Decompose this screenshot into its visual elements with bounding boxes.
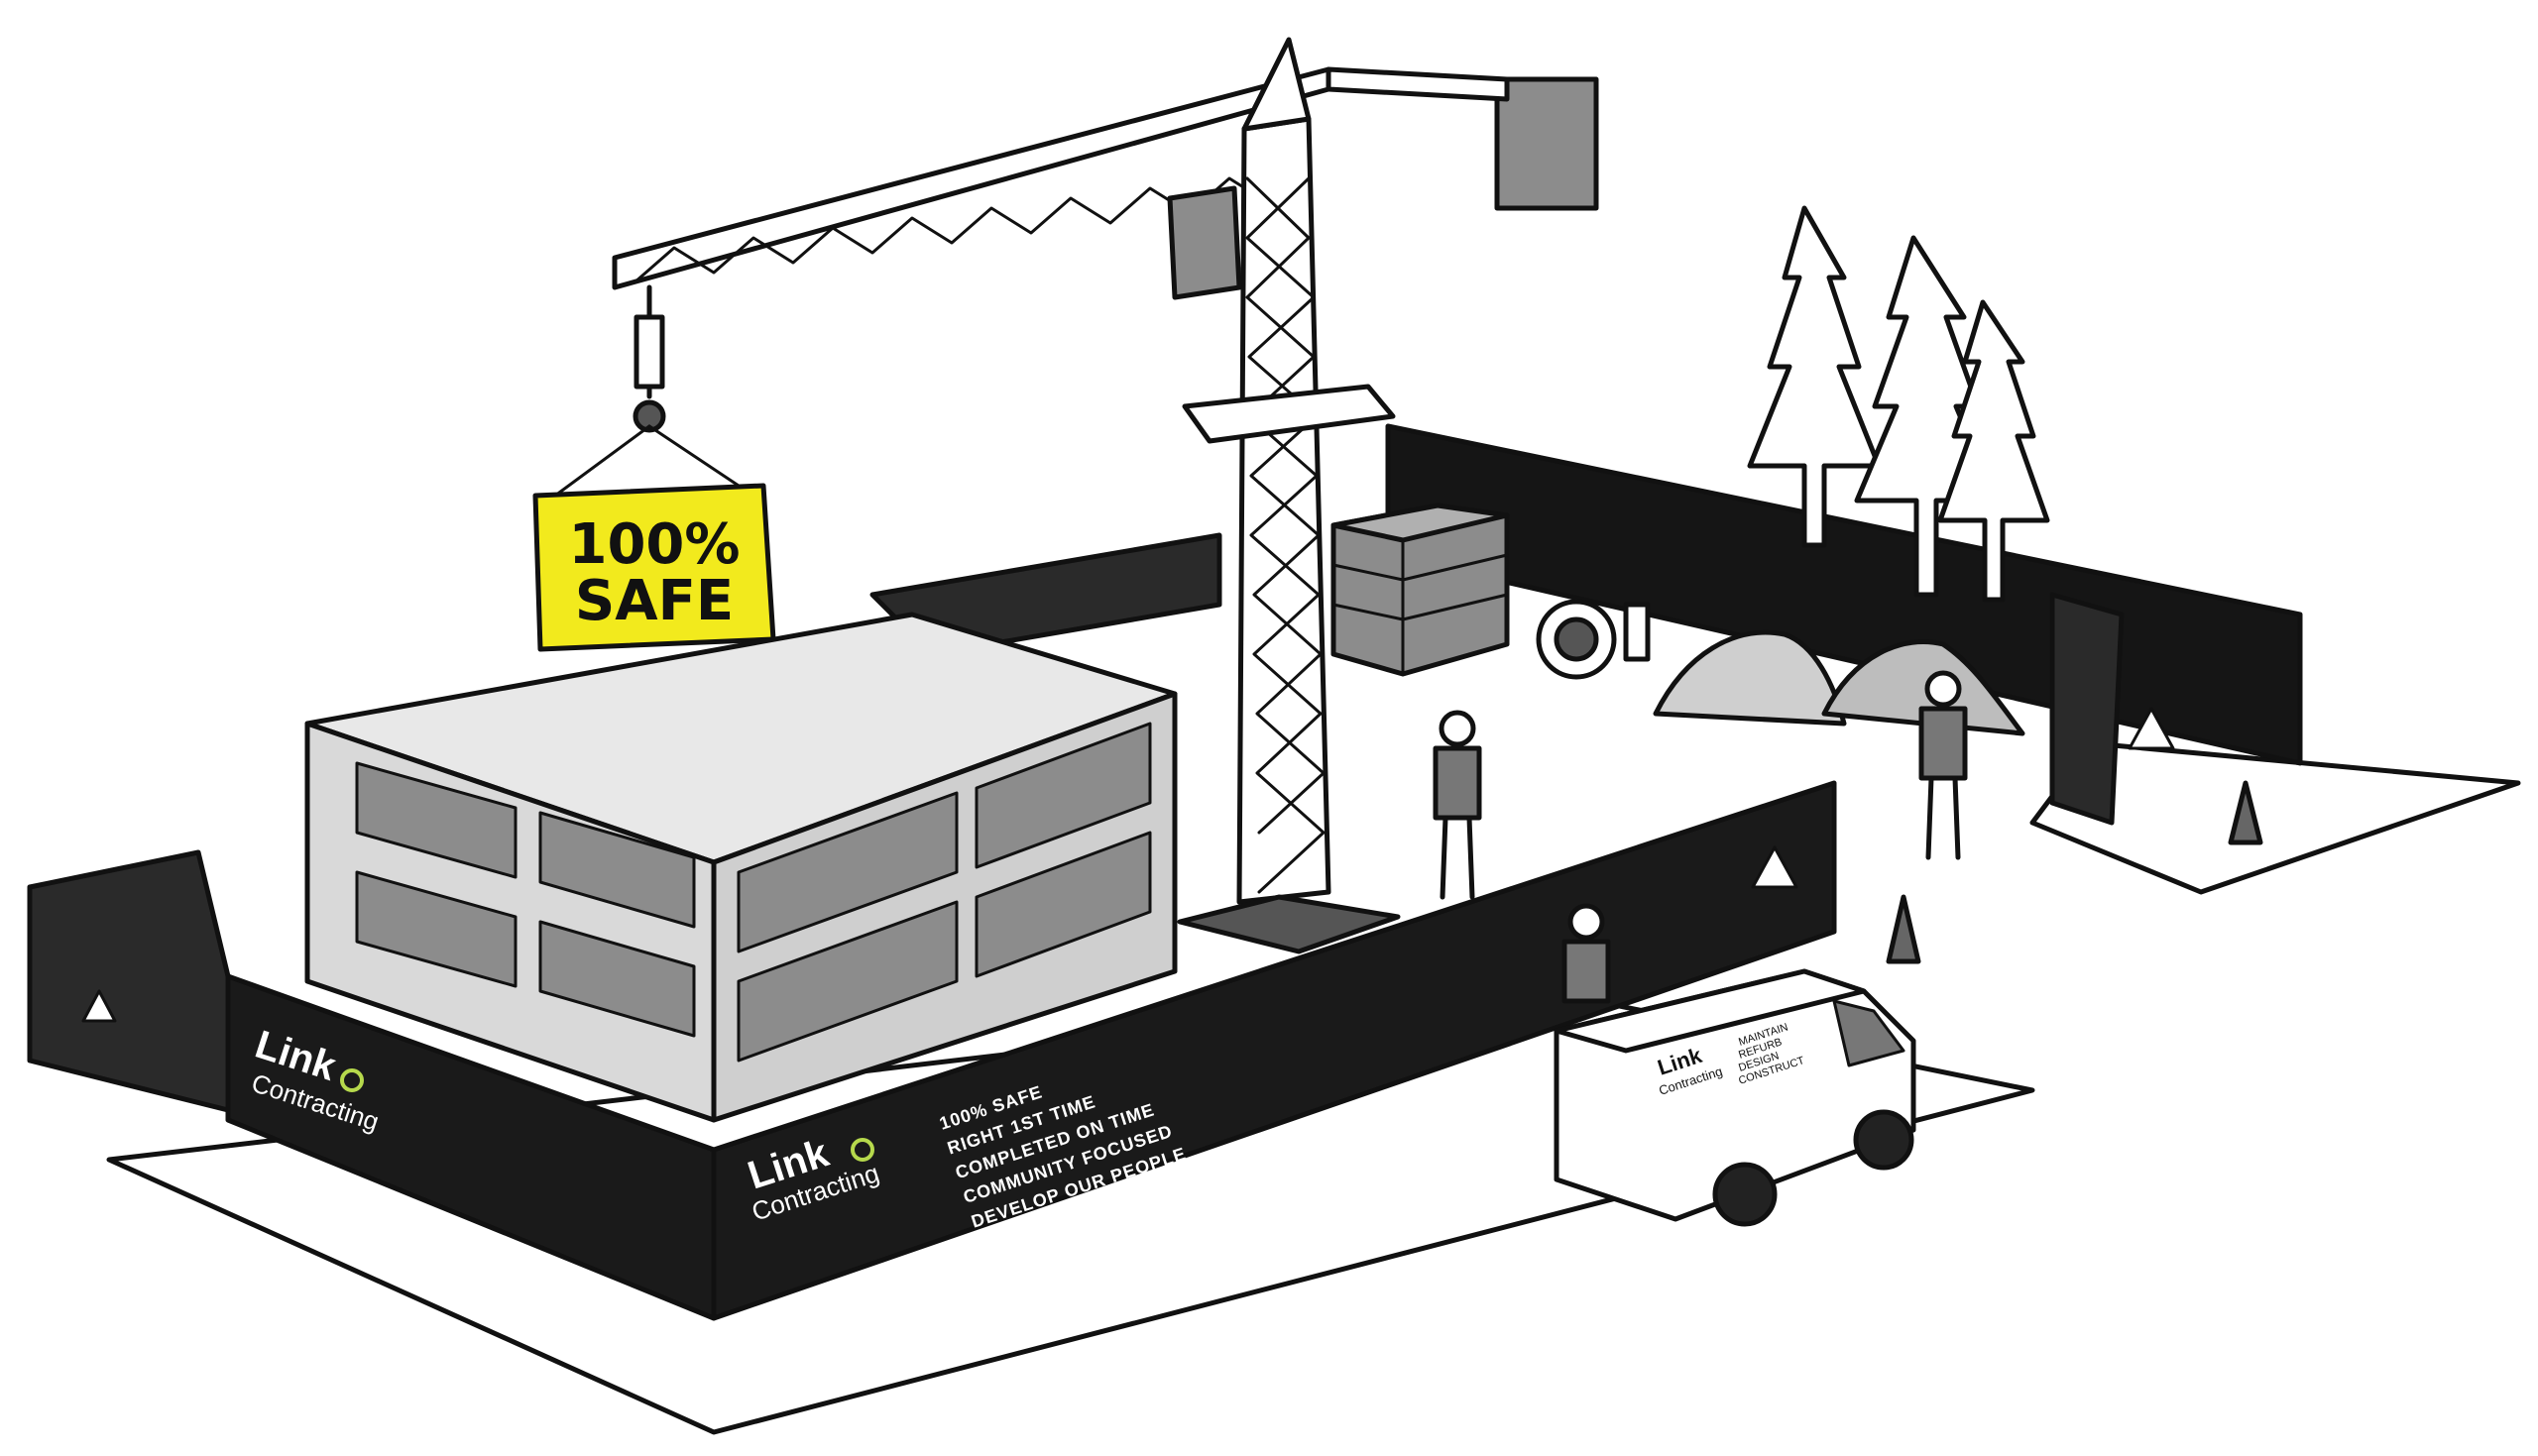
cement-mixer: [1536, 599, 1651, 680]
warning-triangle-icon: [1751, 845, 1798, 889]
workers: [1433, 670, 1968, 1004]
warning-triangle-icon: [81, 989, 117, 1023]
tower-crane: [553, 37, 1599, 954]
worker: [1561, 903, 1611, 1004]
traffic-cones: [1886, 780, 2263, 964]
traffic-cone-icon: [2228, 780, 2263, 845]
concrete-building: [304, 612, 1178, 1123]
trees: [1747, 205, 2050, 603]
warning-triangle-icon: [2128, 707, 2175, 750]
worker: [1918, 670, 1968, 860]
link-logo-icon: [851, 1138, 874, 1162]
link-logo-icon: [340, 1068, 364, 1092]
worker: [1433, 710, 1482, 900]
safe-sign-line1: 100%: [568, 512, 740, 577]
right-hoarding: [1385, 423, 2303, 826]
safe-sign-line2: SAFE: [575, 569, 734, 633]
safe-sign: 100% SAFE: [532, 483, 776, 652]
pallet-of-blocks: [1330, 503, 1510, 677]
spoil-heaps: [1653, 629, 2025, 736]
front-hoarding: [27, 780, 1837, 1321]
traffic-cone-icon: [1886, 894, 1921, 964]
company-van: Link Contracting MAINTAIN REFURB DESIGN …: [1554, 968, 1916, 1227]
warning-signs: [81, 707, 2175, 1023]
